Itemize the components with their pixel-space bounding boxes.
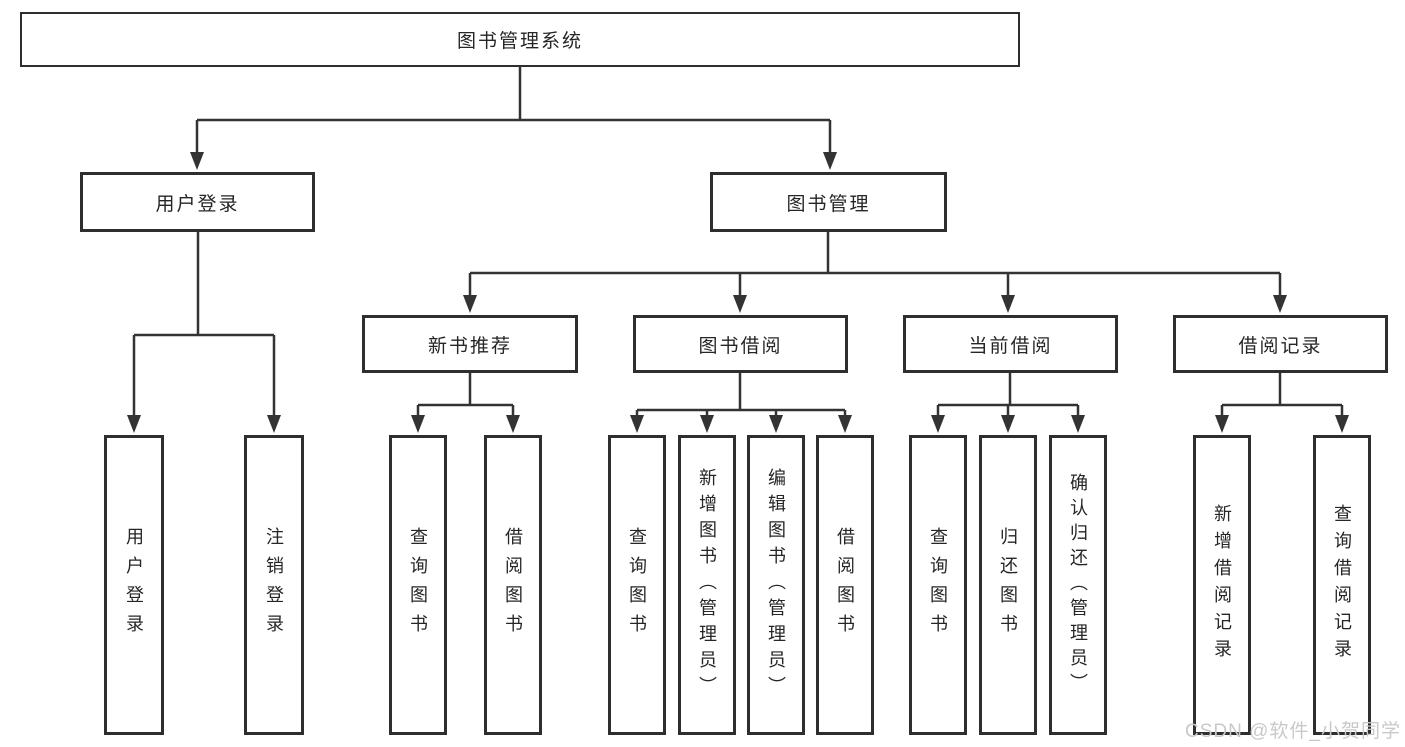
leaf-borrow-books-2-label: 借阅图书: [835, 527, 855, 643]
leaf-edit-book-admin: 编辑图书（管理员）: [747, 435, 805, 735]
leaf-add-book-admin: 新增图书（管理员）: [678, 435, 736, 735]
node-book-borrow: 图书借阅: [633, 315, 848, 373]
leaf-logout-label: 注销登录: [264, 527, 284, 643]
leaf-query-books-1-label: 查询图书: [408, 527, 428, 643]
leaf-borrow-books-1-label: 借阅图书: [503, 527, 523, 643]
leaf-query-books-2-label: 查询图书: [627, 527, 647, 643]
connector-current-borrow-children: [931, 373, 1085, 433]
connector-borrow-records-children: [1215, 373, 1349, 433]
leaf-add-borrow-record-label: 新增借阅记录: [1212, 504, 1232, 666]
leaf-query-books-3-label: 查询图书: [928, 527, 948, 643]
leaf-return-book-label: 归还图书: [998, 527, 1018, 643]
leaf-edit-book-admin-label: 编辑图书（管理员）: [766, 468, 786, 702]
node-borrow-records: 借阅记录: [1173, 315, 1388, 373]
leaf-confirm-return-admin: 确认归还（管理员）: [1049, 435, 1107, 735]
leaf-add-borrow-record: 新增借阅记录: [1193, 435, 1251, 735]
leaf-confirm-return-admin-label: 确认归还（管理员）: [1068, 472, 1088, 698]
leaf-query-books-1: 查询图书: [389, 435, 447, 735]
leaf-logout: 注销登录: [244, 435, 304, 735]
leaf-borrow-books-2: 借阅图书: [816, 435, 874, 735]
leaf-query-borrow-record: 查询借阅记录: [1313, 435, 1371, 735]
connector-root-to-level2: [190, 67, 837, 170]
leaf-user-login: 用户登录: [104, 435, 164, 735]
node-new-book-recommend: 新书推荐: [362, 315, 578, 373]
node-library-system: 图书管理系统: [20, 12, 1020, 67]
node-book-management: 图书管理: [710, 172, 947, 232]
leaf-user-login-label: 用户登录: [124, 527, 144, 643]
node-user-login: 用户登录: [80, 172, 315, 232]
watermark: CSDN @软件_小贺同学: [1185, 721, 1401, 742]
connector-book-management-children: [463, 232, 1287, 313]
connector-book-borrow-children: [630, 373, 852, 433]
leaf-add-book-admin-label: 新增图书（管理员）: [697, 468, 717, 702]
connector-new-book-recommend-children: [411, 373, 520, 433]
leaf-borrow-books-1: 借阅图书: [484, 435, 542, 735]
leaf-query-books-2: 查询图书: [608, 435, 666, 735]
leaf-return-book: 归还图书: [979, 435, 1037, 735]
leaf-query-books-3: 查询图书: [909, 435, 967, 735]
leaf-query-borrow-record-label: 查询借阅记录: [1332, 504, 1352, 666]
connector-user-login-children: [127, 232, 281, 433]
node-current-borrow: 当前借阅: [903, 315, 1118, 373]
